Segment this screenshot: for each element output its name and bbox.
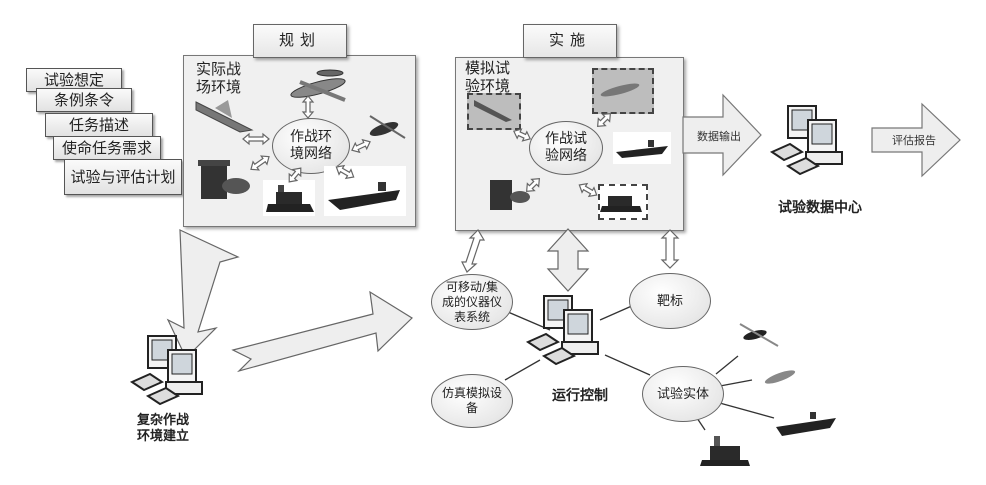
combat-test-network-line1: 作战试 bbox=[545, 131, 587, 147]
implementation-link-arrows bbox=[512, 112, 612, 198]
run-control-computer-icon bbox=[525, 295, 599, 366]
entity-ship-icon bbox=[776, 412, 836, 436]
link-arrow-control bbox=[546, 228, 590, 292]
control-network-lines bbox=[504, 304, 775, 431]
combat-env-network-node: 作战环境网络 bbox=[272, 118, 350, 174]
data-center-label: 试验数据中心 bbox=[778, 200, 862, 216]
complex-env-computer-icon bbox=[129, 335, 203, 406]
instrument-system-node: 可移动/集 成的仪器仪 表系统 bbox=[431, 274, 513, 330]
sim-ship-icon bbox=[613, 132, 671, 164]
sim-vehicle-icon bbox=[600, 196, 642, 212]
simulated-test-env-line2: 验环境 bbox=[465, 77, 511, 95]
real-battlefield-label: 实际战 场环境 bbox=[196, 60, 241, 96]
sim-plane-icon bbox=[600, 83, 640, 97]
entity-plane-icon bbox=[764, 370, 796, 384]
planning-link-arrows bbox=[242, 95, 371, 183]
simulated-test-env-line1: 模拟试 bbox=[465, 59, 511, 77]
real-battlefield-line2: 场环境 bbox=[196, 78, 242, 96]
combat-test-network-node: 作战试验网络 bbox=[529, 121, 603, 175]
sim-radar-tower-icon bbox=[490, 180, 530, 210]
target-node: 靶标 bbox=[629, 273, 711, 329]
entity-drone-icon bbox=[739, 323, 779, 347]
link-arrow-instrument bbox=[461, 229, 486, 273]
complex-env-label: 复杂作战 环境建立 bbox=[128, 413, 198, 445]
data-output-arrow bbox=[682, 93, 762, 177]
complex-env-line1: 复杂作战 bbox=[136, 413, 189, 428]
eval-report-label: 评估报告 bbox=[892, 134, 936, 147]
eval-report-arrow bbox=[871, 102, 961, 178]
simulation-line2: 备 bbox=[465, 401, 478, 415]
instrument-line2: 成的仪器仪 bbox=[441, 294, 502, 309]
env-to-control-arrow bbox=[231, 290, 413, 373]
entity-vehicle-icon bbox=[700, 436, 750, 466]
instrument-line1: 可移动/集 bbox=[445, 279, 499, 294]
combat-env-network-line2: 境网络 bbox=[290, 146, 332, 162]
card-task-description: 任务描述 bbox=[45, 113, 153, 137]
combat-test-network-line2: 验网络 bbox=[545, 148, 587, 164]
test-entity-node: 试验实体 bbox=[642, 366, 724, 422]
aircraft-carrier-icon bbox=[324, 166, 406, 216]
fighter-jet-icon bbox=[195, 100, 254, 133]
complex-env-line2: 环境建立 bbox=[136, 429, 189, 444]
run-control-label: 运行控制 bbox=[552, 388, 608, 404]
instrument-line3: 表系统 bbox=[453, 309, 490, 324]
card-regulations: 条例条令 bbox=[36, 88, 132, 112]
planning-tab: 规划 bbox=[253, 24, 347, 58]
data-output-label: 数据输出 bbox=[697, 130, 741, 143]
data-center-computer-icon bbox=[769, 105, 843, 176]
simulated-test-env-label: 模拟试 验环境 bbox=[465, 59, 510, 95]
helicopter-icon bbox=[369, 115, 406, 139]
radar-tower-icon bbox=[198, 160, 250, 199]
combat-env-network-line1: 作战环 bbox=[290, 129, 332, 145]
real-battlefield-line1: 实际战 bbox=[196, 60, 242, 78]
link-arrow-target bbox=[660, 229, 680, 269]
implementation-tab: 实施 bbox=[523, 24, 617, 58]
sim-jet-icon bbox=[474, 100, 512, 122]
awacs-plane-icon bbox=[290, 69, 346, 102]
planning-to-env-arrow bbox=[166, 229, 240, 360]
simulation-line1: 仿真模拟设 bbox=[441, 386, 502, 400]
simulation-equipment-node: 仿真模拟设 备 bbox=[431, 374, 513, 428]
card-test-evaluation-plan: 试验与评估计划 bbox=[64, 159, 182, 195]
ground-vehicle-icon bbox=[263, 180, 315, 216]
